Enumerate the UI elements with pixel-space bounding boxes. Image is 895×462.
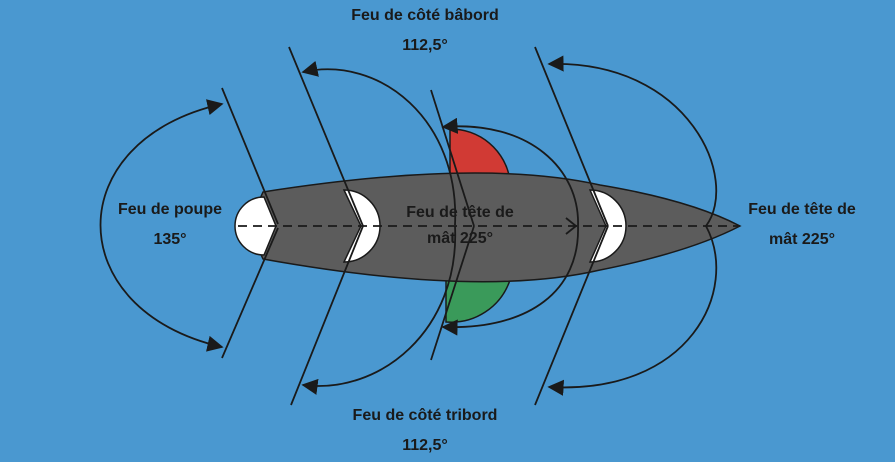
- fwd-masthead-sector-line: [534, 46, 609, 227]
- fwd-masthead-sector-arc: [547, 225, 718, 396]
- masthead-bow-label: Feu de tête de mât 225°: [732, 200, 872, 250]
- fwd-masthead-sector-arc: [547, 55, 718, 227]
- port-light-title: Feu de côté bâbord: [351, 7, 499, 24]
- stern-light-label: Feu de poupe 135°: [105, 200, 235, 250]
- masthead-mid-label: Feu de tête de mât 225°: [385, 203, 535, 249]
- masthead-bow-line1: Feu de tête de: [748, 201, 856, 218]
- starboard-side-sector-arc: [301, 225, 456, 395]
- stern-sector-line: [221, 227, 279, 359]
- aft-masthead-sector-arc: [441, 117, 579, 227]
- starboard-light-green: [445, 279, 512, 323]
- aft-masthead-sector-line: [288, 46, 364, 227]
- stern-sector-line: [221, 87, 279, 225]
- masthead-mid-line1: Feu de tête de: [406, 204, 514, 221]
- port-light-angle: 112,5°: [402, 37, 448, 54]
- fwd-masthead-sector-line: [534, 225, 609, 406]
- port-side-sector-arc: [301, 60, 456, 226]
- side-light-sector-line: [430, 225, 475, 361]
- side-light-sector-line: [430, 89, 475, 227]
- aft-masthead-sector-arc: [441, 225, 579, 336]
- starboard-light-angle: 112,5°: [402, 437, 448, 454]
- stern-light-title: Feu de poupe: [118, 201, 222, 218]
- masthead-mid-line2: mât 225°: [427, 230, 493, 247]
- centerline-arrowhead: [565, 217, 578, 235]
- starboard-light-title: Feu de côté tribord: [352, 407, 498, 424]
- port-light-label: Feu de côté bâbord 112,5°: [330, 6, 520, 56]
- stern-light-angle: 135°: [153, 231, 187, 248]
- aft-masthead-sector-line: [290, 225, 364, 406]
- stern-sector-arc: [99, 99, 224, 352]
- starboard-light-label: Feu de côté tribord 112,5°: [330, 406, 520, 456]
- masthead-bow-line2: mât 225°: [769, 231, 835, 248]
